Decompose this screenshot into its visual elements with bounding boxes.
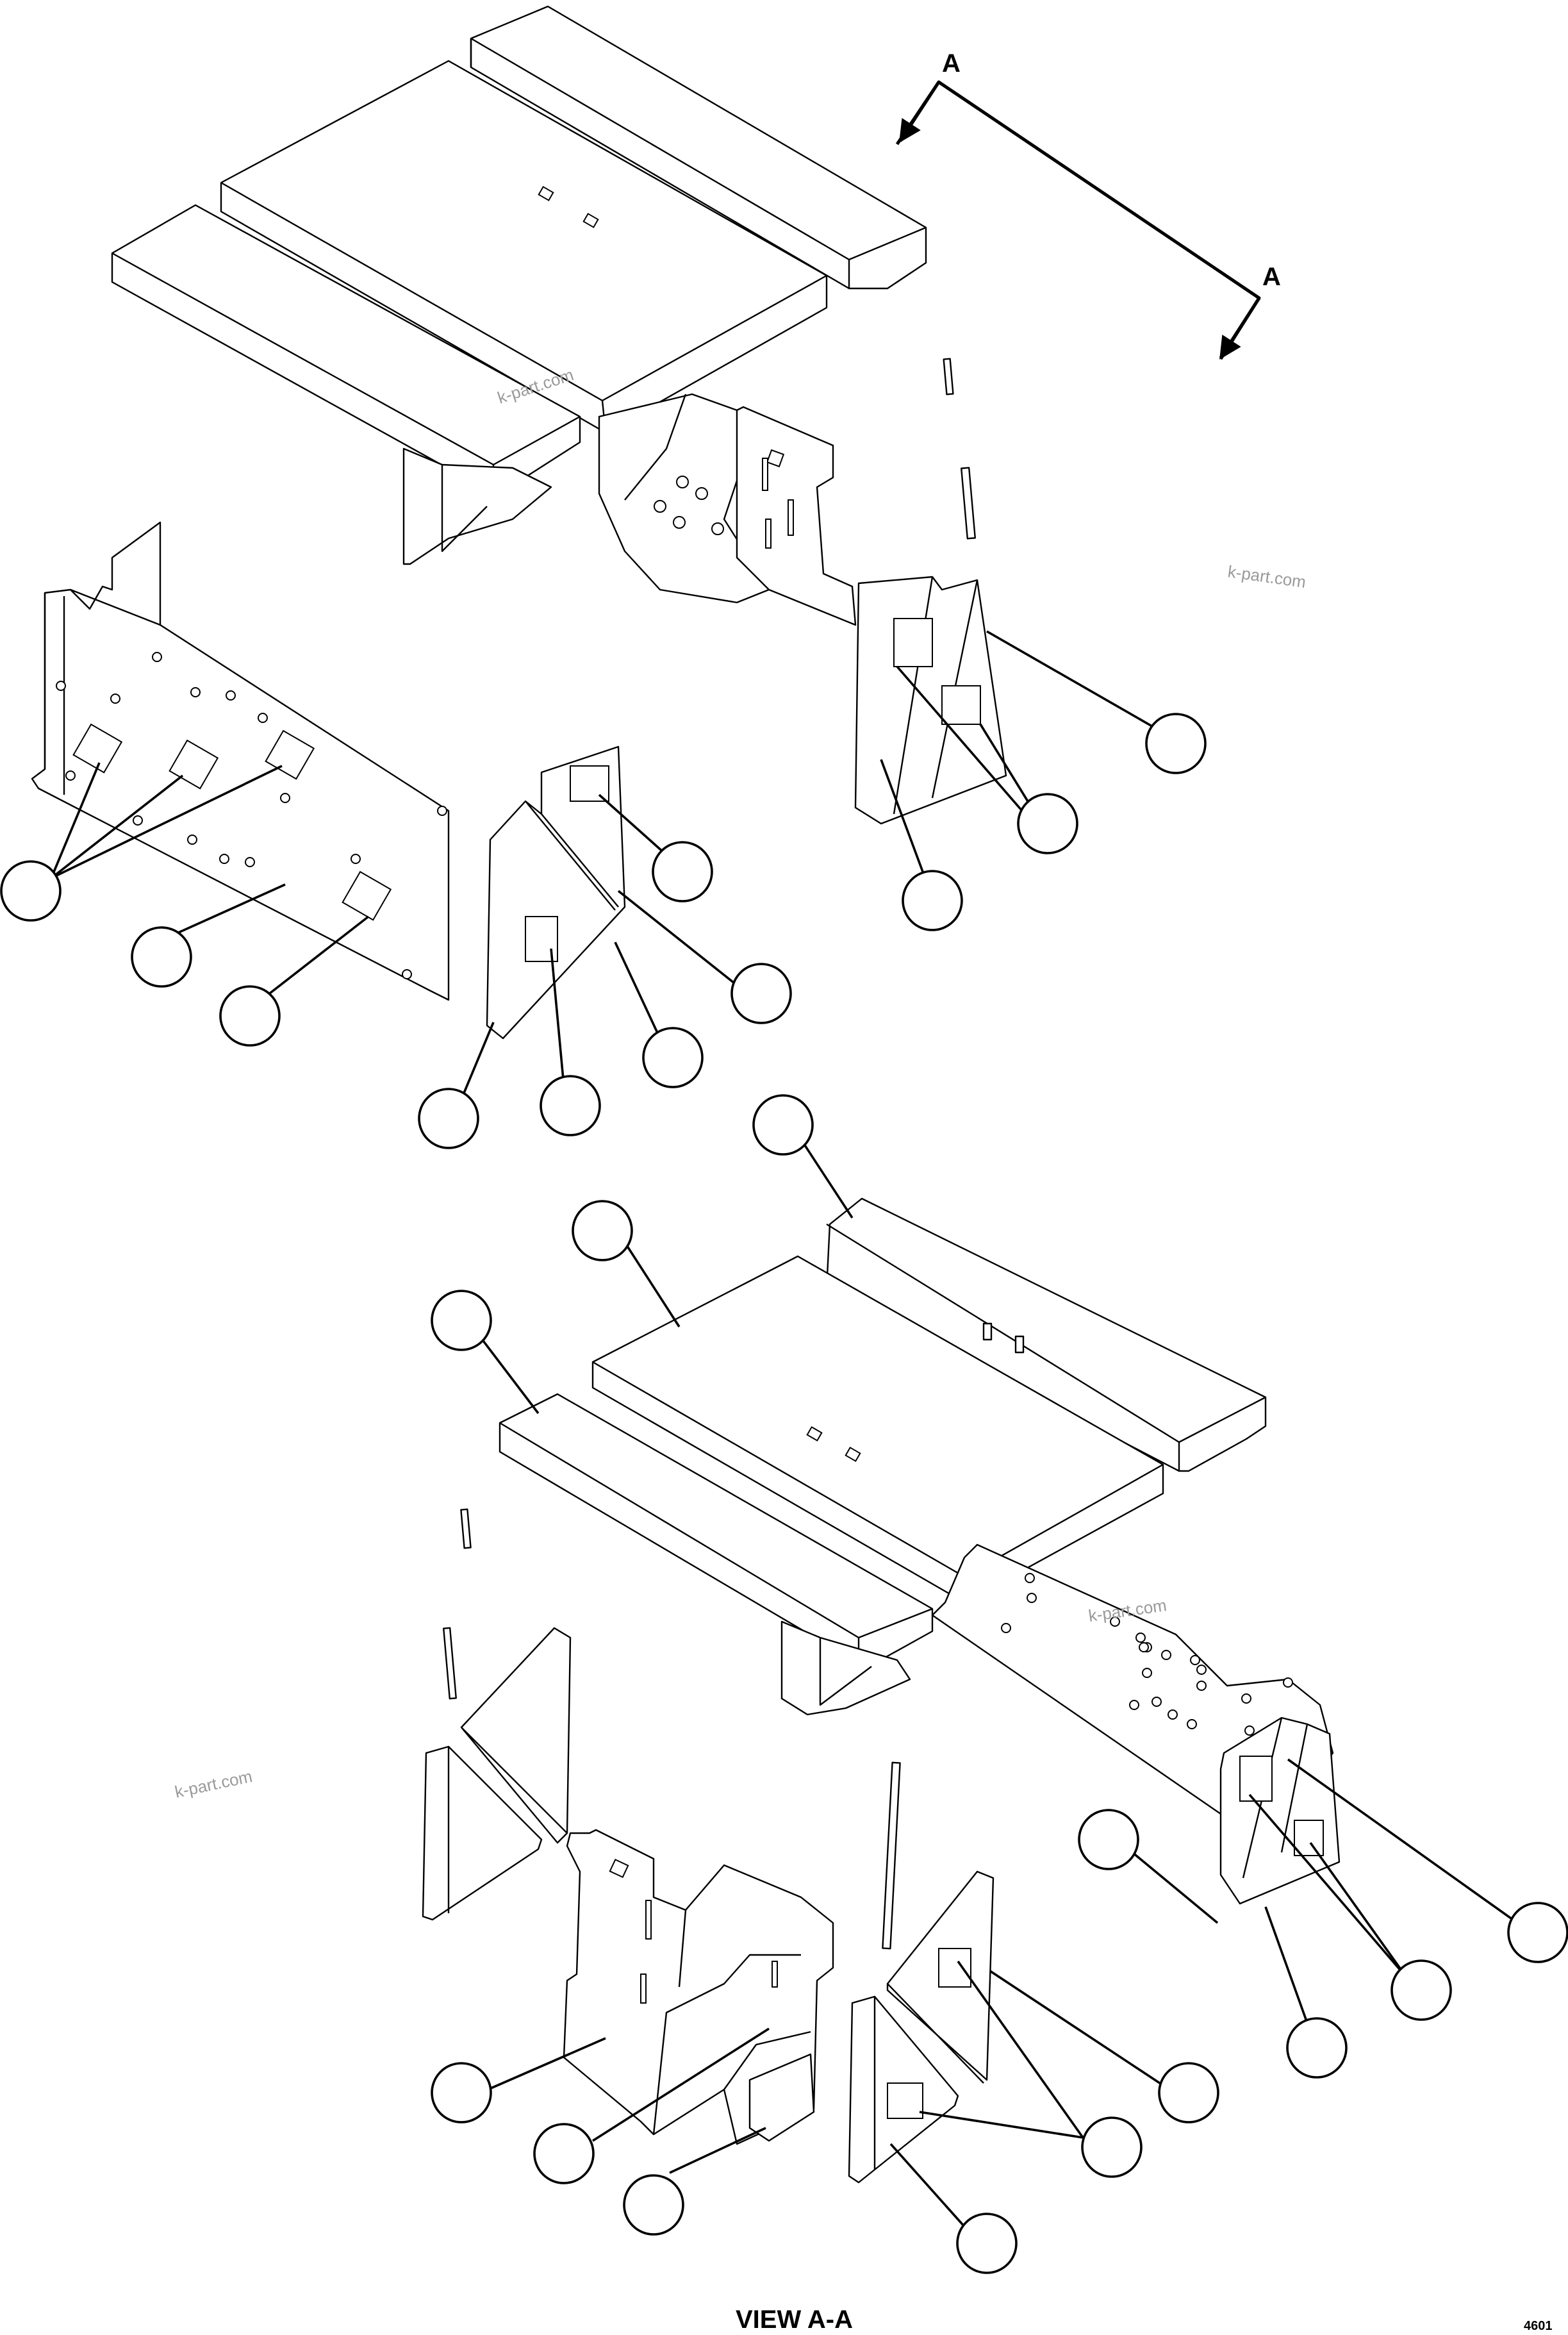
callout-balloon bbox=[418, 1088, 479, 1149]
callout-balloons bbox=[0, 713, 1568, 2274]
top-plate-front bbox=[111, 204, 581, 495]
top-pin-small bbox=[943, 358, 954, 395]
top-plate-rear bbox=[470, 5, 927, 290]
callout-balloon bbox=[623, 2174, 684, 2236]
callout-balloon bbox=[131, 926, 192, 988]
view-label: VIEW A-A bbox=[736, 2306, 853, 2334]
leader-lines bbox=[50, 630, 1523, 2235]
callout-balloon bbox=[752, 1094, 814, 1156]
callout-balloon bbox=[0, 860, 62, 922]
top-plate-center bbox=[220, 60, 828, 434]
callout-balloon bbox=[572, 1200, 633, 1261]
callout-balloon bbox=[431, 2062, 492, 2123]
callout-balloon bbox=[219, 985, 281, 1047]
bottom-bracket-block bbox=[748, 2053, 815, 2142]
watermark-text: k-part.com bbox=[173, 1766, 254, 1802]
callout-balloon bbox=[533, 2123, 595, 2184]
loose-pin-medium bbox=[443, 1627, 457, 1700]
callout-balloon bbox=[652, 841, 713, 902]
loose-pin-short bbox=[460, 1508, 472, 1549]
bottom-right-wedge bbox=[1219, 1716, 1341, 1905]
callout-balloon bbox=[1507, 1902, 1568, 1963]
bottom-bracket-plate bbox=[563, 1829, 834, 2145]
callout-balloon bbox=[1286, 2017, 1348, 2079]
callout-balloon bbox=[642, 1027, 704, 1088]
section-letter-top: A bbox=[942, 49, 961, 78]
callout-balloon bbox=[1081, 2116, 1143, 2178]
bottom-plate-front bbox=[499, 1393, 934, 1665]
bottom-plate-center bbox=[591, 1255, 1164, 1604]
front-weight-plate bbox=[31, 521, 450, 1001]
loose-wedge-lower bbox=[422, 1745, 543, 1921]
callout-balloon bbox=[1078, 1809, 1139, 1870]
callout-balloon bbox=[1145, 713, 1207, 774]
top-pin-long bbox=[961, 467, 976, 540]
bottom-support-left bbox=[780, 1620, 911, 1716]
callout-balloon bbox=[431, 1290, 492, 1351]
section-letter-bottom: A bbox=[1262, 263, 1281, 291]
top-weight-assembly bbox=[31, 5, 1007, 1040]
loose-pin-long bbox=[882, 1761, 901, 1950]
callout-balloon bbox=[1158, 2062, 1219, 2123]
callout-balloon bbox=[1017, 793, 1078, 854]
watermark-text: k-part.com bbox=[1226, 561, 1307, 592]
drawing-code: 4601 bbox=[1524, 2319, 1553, 2333]
loose-wedge-upper bbox=[460, 1627, 572, 1844]
callout-balloon bbox=[902, 870, 963, 931]
callout-balloon bbox=[540, 1075, 601, 1136]
callout-balloon bbox=[1391, 1959, 1452, 2021]
top-support-left bbox=[402, 447, 552, 565]
right-wedge-plate bbox=[854, 576, 1007, 825]
callout-balloon bbox=[730, 963, 792, 1024]
bottom-weight-assembly bbox=[422, 1197, 1341, 2184]
callout-balloon bbox=[956, 2213, 1018, 2274]
middle-wedge-plate bbox=[486, 745, 626, 1040]
section-indicator: A A bbox=[895, 49, 1281, 360]
